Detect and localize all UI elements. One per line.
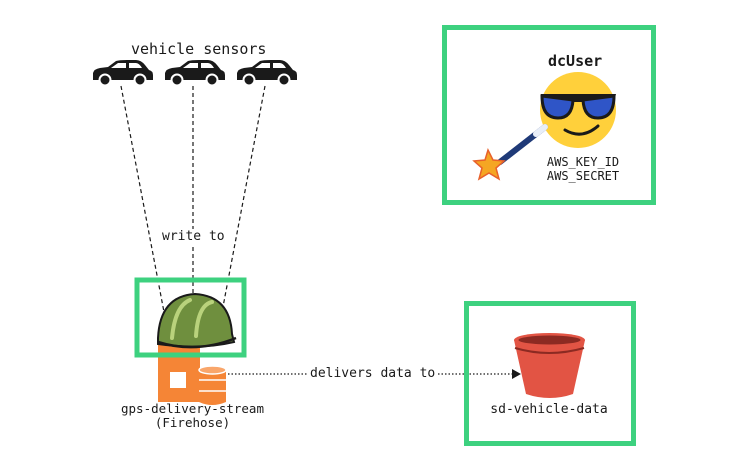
magic-wand-icon	[472, 124, 548, 181]
deliver-edge	[228, 369, 521, 379]
user-name: dcUser	[548, 52, 603, 70]
edge-car-3	[221, 85, 266, 313]
user-key-id: AWS_KEY_ID	[546, 155, 620, 169]
stream-type: (Firehose)	[154, 415, 231, 430]
car-icon	[164, 59, 226, 87]
user-keys: AWS_KEY_ID AWS_SECRET	[533, 155, 633, 183]
stream-label: gps-delivery-stream (Firehose)	[110, 402, 275, 430]
edge-car-1	[120, 85, 165, 313]
sunglasses-emoji-icon	[540, 72, 616, 148]
s3-bucket-icon	[514, 333, 585, 398]
car-icon	[236, 59, 298, 87]
sensors-label: vehicle sensors	[131, 40, 267, 58]
user-highlight-box	[442, 25, 656, 205]
deliver-edge-label: delivers data to	[308, 366, 438, 381]
firehose-icon	[158, 340, 227, 405]
write-edge-label: write to	[160, 229, 227, 244]
bucket-highlight-box	[464, 301, 636, 446]
user-secret: AWS_SECRET	[546, 169, 620, 183]
hardhat-icon	[157, 292, 237, 349]
car-icon	[92, 59, 154, 87]
bucket-name: sd-vehicle-data	[490, 402, 608, 417]
write-edges	[120, 85, 266, 313]
stream-name: gps-delivery-stream	[121, 401, 264, 416]
stream-highlight-box	[134, 277, 247, 358]
